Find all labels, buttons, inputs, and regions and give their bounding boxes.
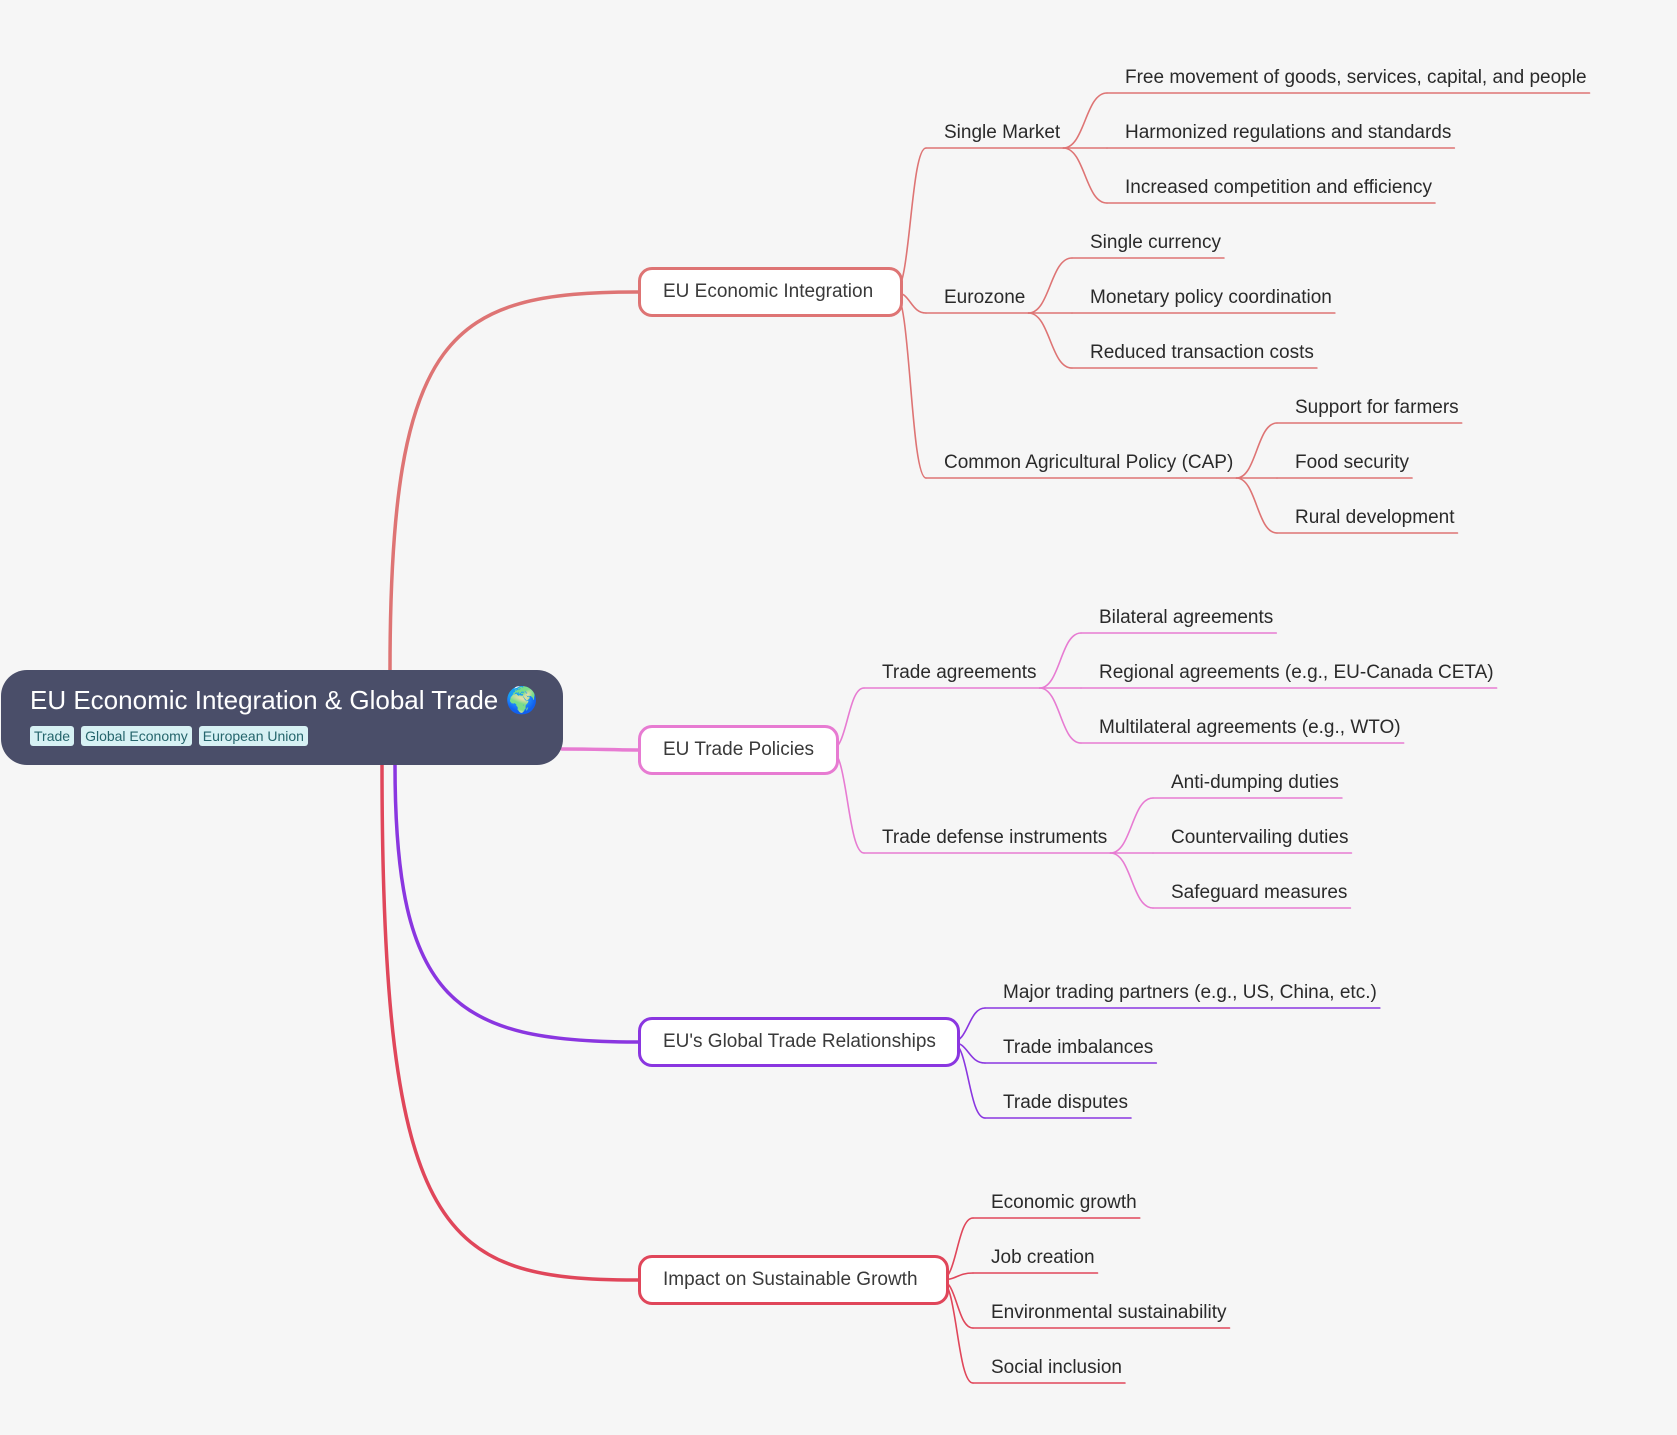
topic-economic-growth[interactable]: Economic growth: [991, 1192, 1137, 1213]
topic-cap[interactable]: Common Agricultural Policy (CAP): [944, 452, 1234, 473]
root-title: EU Economic Integration & Global Trade 🌍: [30, 685, 538, 715]
branch-eu-trade-policies[interactable]: EU Trade Policies: [638, 725, 839, 775]
topic-job-creation[interactable]: Job creation: [991, 1247, 1095, 1268]
topic-environmental-sustainability[interactable]: Environmental sustainability: [991, 1302, 1227, 1323]
branch-eu-trade-policies-connector: [560, 747, 640, 752]
globe-icon: 🌍: [505, 685, 538, 715]
subtopic-bilateral-connector: [1038, 632, 1082, 689]
topic-single-market-connector: [894, 147, 927, 293]
topic-eurozone[interactable]: Eurozone: [944, 287, 1026, 308]
subtopic-transaction-costs[interactable]: Reduced transaction costs: [1090, 342, 1314, 363]
subtopic-support-farmers[interactable]: Support for farmers: [1295, 397, 1459, 418]
branch-global-trade-relationships[interactable]: EU's Global Trade Relationships: [638, 1017, 960, 1067]
topic-trade-agreements[interactable]: Trade agreements: [882, 662, 1037, 683]
branch-eu-economic-integration[interactable]: EU Economic Integration: [638, 267, 903, 317]
topic-trade-defense[interactable]: Trade defense instruments: [882, 827, 1108, 848]
subtopic-rural-development-connector: [1235, 477, 1278, 534]
branch-sustainable-growth[interactable]: Impact on Sustainable Growth: [638, 1255, 949, 1305]
tag-european-union[interactable]: European Union: [198, 726, 308, 746]
subtopic-food-security[interactable]: Food security: [1295, 452, 1410, 473]
branch-sustainable-growth-connector: [380, 763, 640, 1282]
subtopic-bilateral[interactable]: Bilateral agreements: [1099, 607, 1274, 628]
subtopic-support-farmers-connector: [1235, 422, 1278, 479]
topic-major-partners[interactable]: Major trading partners (e.g., US, China,…: [1003, 982, 1377, 1003]
subtopic-multilateral[interactable]: Multilateral agreements (e.g., WTO): [1099, 717, 1401, 738]
subtopic-safeguard[interactable]: Safeguard measures: [1171, 882, 1348, 903]
subtopic-anti-dumping-connector: [1109, 797, 1154, 854]
subtopic-free-movement[interactable]: Free movement of goods, services, capita…: [1125, 67, 1587, 88]
topic-trade-disputes[interactable]: Trade disputes: [1003, 1092, 1128, 1113]
root-tags: Trade Global Economy European Union: [30, 726, 563, 746]
subtopic-single-currency[interactable]: Single currency: [1090, 232, 1221, 253]
branch-global-trade-relationships-connector: [393, 763, 640, 1044]
root-node[interactable]: EU Economic Integration & Global Trade 🌍…: [1, 670, 563, 765]
topic-single-market[interactable]: Single Market: [944, 122, 1061, 143]
tag-global-economy[interactable]: Global Economy: [81, 726, 192, 746]
subtopic-increased-competition[interactable]: Increased competition and efficiency: [1125, 177, 1432, 198]
topic-social-inclusion[interactable]: Social inclusion: [991, 1357, 1122, 1378]
tag-trade[interactable]: Trade: [30, 726, 75, 746]
topic-trade-imbalances[interactable]: Trade imbalances: [1003, 1037, 1154, 1058]
subtopic-regional[interactable]: Regional agreements (e.g., EU-Canada CET…: [1099, 662, 1494, 683]
subtopic-transaction-costs-connector: [1027, 312, 1073, 369]
subtopic-single-currency-connector: [1027, 257, 1073, 314]
branch-eu-economic-integration-connector: [388, 290, 640, 672]
subtopic-countervailing[interactable]: Countervailing duties: [1171, 827, 1349, 848]
subtopic-multilateral-connector: [1038, 687, 1082, 744]
topic-cap-connector: [894, 291, 927, 479]
subtopic-harmonized-regulations[interactable]: Harmonized regulations and standards: [1125, 122, 1452, 143]
subtopic-monetary-policy[interactable]: Monetary policy coordination: [1090, 287, 1332, 308]
subtopic-increased-competition-connector: [1062, 147, 1108, 204]
subtopic-free-movement-connector: [1062, 92, 1108, 149]
subtopic-anti-dumping[interactable]: Anti-dumping duties: [1171, 772, 1339, 793]
subtopic-safeguard-connector: [1109, 852, 1154, 909]
subtopic-rural-development[interactable]: Rural development: [1295, 507, 1455, 528]
